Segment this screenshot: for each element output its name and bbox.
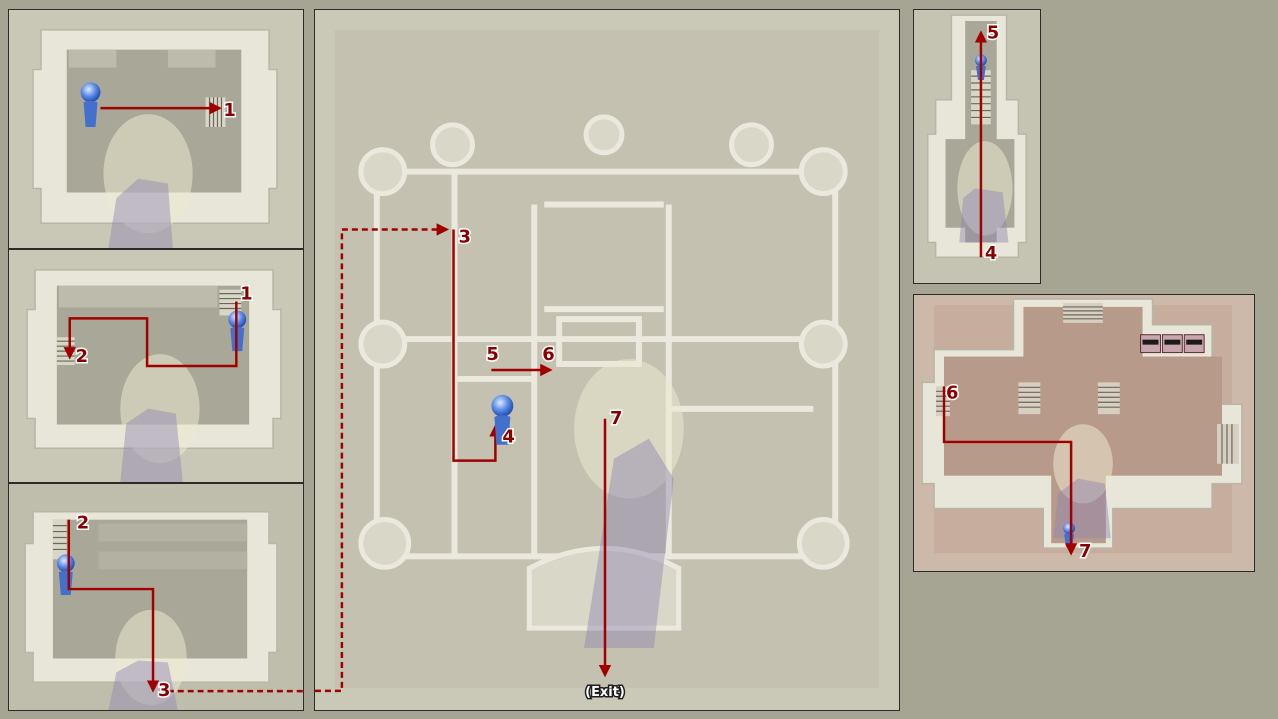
exit-label: (Exit) (585, 685, 625, 700)
room-2-map: 1 2 (9, 250, 303, 482)
player-marker-icon (80, 82, 101, 128)
stairs-icon (1063, 302, 1103, 323)
route-arrow-icon (63, 301, 238, 368)
stairs-icon (1018, 382, 1041, 415)
route-arrow-icon (942, 386, 1078, 556)
step-label-5: 5 (486, 344, 498, 365)
step-label-6: 6 (542, 344, 554, 365)
tower-map: 5 4 (914, 11, 1040, 282)
step-label-3: 3 (459, 226, 471, 247)
map-panel-room-2: 1 2 (8, 249, 304, 483)
map-panel-castle-overview: 3 4 5 6 7 (Exit) (314, 9, 900, 711)
step-label-2: 2 (76, 346, 88, 367)
map-panel-great-hall: 6 7 (913, 294, 1255, 572)
great-hall-map: 6 7 (914, 295, 1254, 571)
step-label-6: 6 (946, 382, 958, 403)
step-label-1: 1 (223, 100, 235, 121)
map-panel-room-3: 2 3 (8, 483, 304, 711)
stairs-icon (52, 519, 67, 560)
step-label-2-start: 2 (77, 513, 89, 534)
stairs-icon (56, 337, 75, 366)
step-label-3: 3 (158, 680, 170, 701)
step-label-7: 7 (610, 408, 622, 429)
player-marker-icon (491, 394, 514, 445)
castle-overview-map: 3 4 5 6 7 (Exit) (315, 10, 899, 710)
stairs-icon (1097, 382, 1120, 415)
chest-icon (1183, 334, 1205, 354)
chest-icon (1140, 334, 1161, 354)
room-3-map: 2 3 (9, 484, 303, 710)
step-label-4: 4 (985, 244, 997, 264)
step-label-5: 5 (987, 24, 999, 44)
map-panel-room-1: 1 (8, 9, 304, 249)
step-label-1-start: 1 (240, 284, 252, 305)
castle-towers (358, 114, 850, 570)
route-dashed-connector (315, 223, 450, 693)
stairs-icon (1217, 424, 1239, 464)
route-arrow-icon (67, 519, 160, 693)
chest-icon (1161, 334, 1183, 354)
step-label-4: 4 (502, 427, 514, 448)
step-label-7: 7 (1079, 541, 1091, 562)
room-1-map: 1 (9, 10, 303, 248)
route-arrow-icon (452, 229, 502, 462)
map-panel-tower: 5 4 (913, 9, 1041, 284)
